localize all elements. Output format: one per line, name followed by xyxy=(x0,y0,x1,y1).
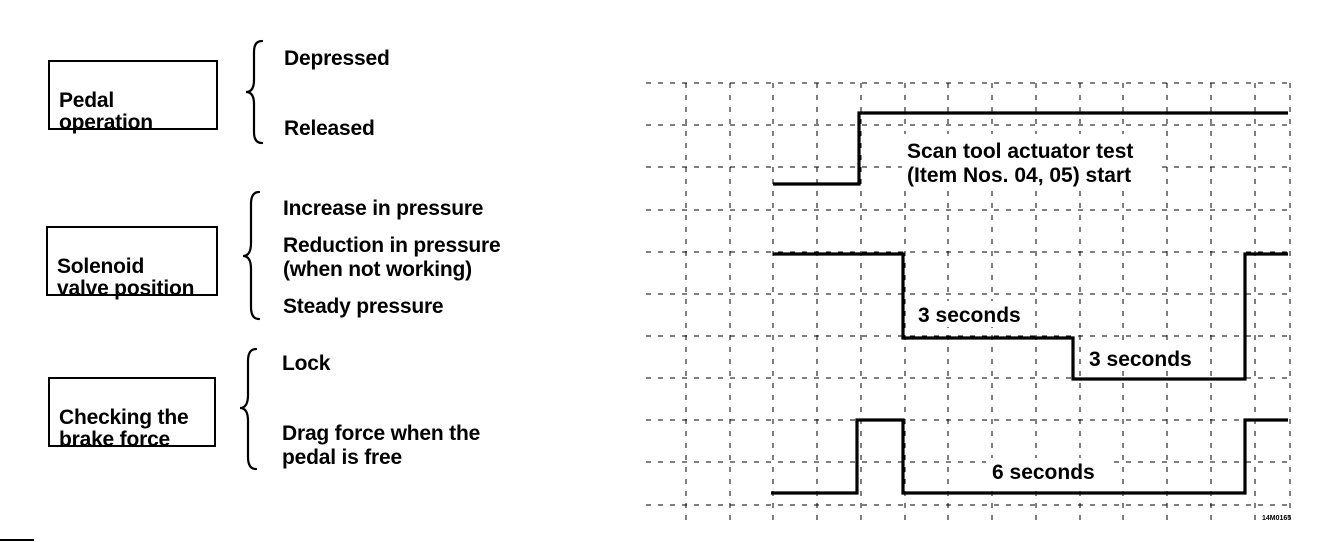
duration-label-first: 3 seconds xyxy=(918,304,1021,327)
figure-code: 14M0165 xyxy=(1262,515,1291,522)
valve-option-steady: Steady pressure xyxy=(283,295,444,318)
pedal-operation-label: Pedal operation xyxy=(59,89,153,134)
pedal-waveform xyxy=(773,111,1288,186)
pedal-option-released: Released xyxy=(284,117,375,140)
valve-option-reduction-note: (when not working) xyxy=(283,258,472,281)
actuator-test-line-2: (Item Nos. 04, 05) start xyxy=(907,164,1131,187)
duration-label-second: 3 seconds xyxy=(1089,348,1192,371)
brake-waveform xyxy=(771,418,1288,495)
brake-force-box: Checking the brake force xyxy=(48,377,216,451)
pedal-operation-box: Pedal operation xyxy=(48,60,218,134)
brace-pedal xyxy=(245,39,264,145)
brake-force-label: Checking the brake force xyxy=(59,406,189,451)
valve-option-increase: Increase in pressure xyxy=(283,197,484,220)
pedal-option-depressed: Depressed xyxy=(284,47,390,70)
duration-label-total: 6 seconds xyxy=(992,461,1095,484)
brace-brake xyxy=(239,347,258,471)
valve-waveform xyxy=(773,252,1288,381)
brace-valve xyxy=(242,190,261,321)
brake-option-drag: Drag force when the xyxy=(282,422,481,445)
valve-option-reduction: Reduction in pressure xyxy=(283,234,501,257)
brake-option-pedal-free: pedal is free xyxy=(282,446,402,469)
solenoid-valve-box: Solenoid valve position xyxy=(46,226,218,300)
brake-option-lock: Lock xyxy=(282,352,331,375)
actuator-test-line-1: Scan tool actuator test xyxy=(907,140,1133,163)
solenoid-valve-label: Solenoid valve position xyxy=(57,255,195,300)
